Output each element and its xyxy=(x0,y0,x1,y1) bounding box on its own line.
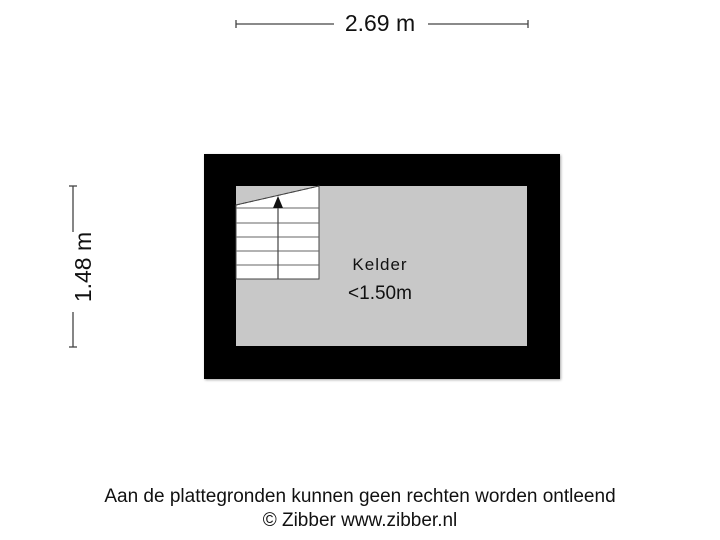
room-height-note: <1.50m xyxy=(348,283,412,304)
height-dimension-line xyxy=(69,185,77,348)
staircase xyxy=(235,185,320,280)
disclaimer-text: Aan de plattegronden kunnen geen rechten… xyxy=(104,486,616,507)
width-dimension-label: 2.69 m xyxy=(344,10,416,36)
arrow-up-icon xyxy=(273,196,283,208)
height-dimension-label: 1.48 m xyxy=(70,231,96,303)
width-dimension-line xyxy=(235,20,529,28)
room-name: Kelder xyxy=(352,255,408,274)
copyright-text: © Zibber www.zibber.nl xyxy=(262,510,458,531)
